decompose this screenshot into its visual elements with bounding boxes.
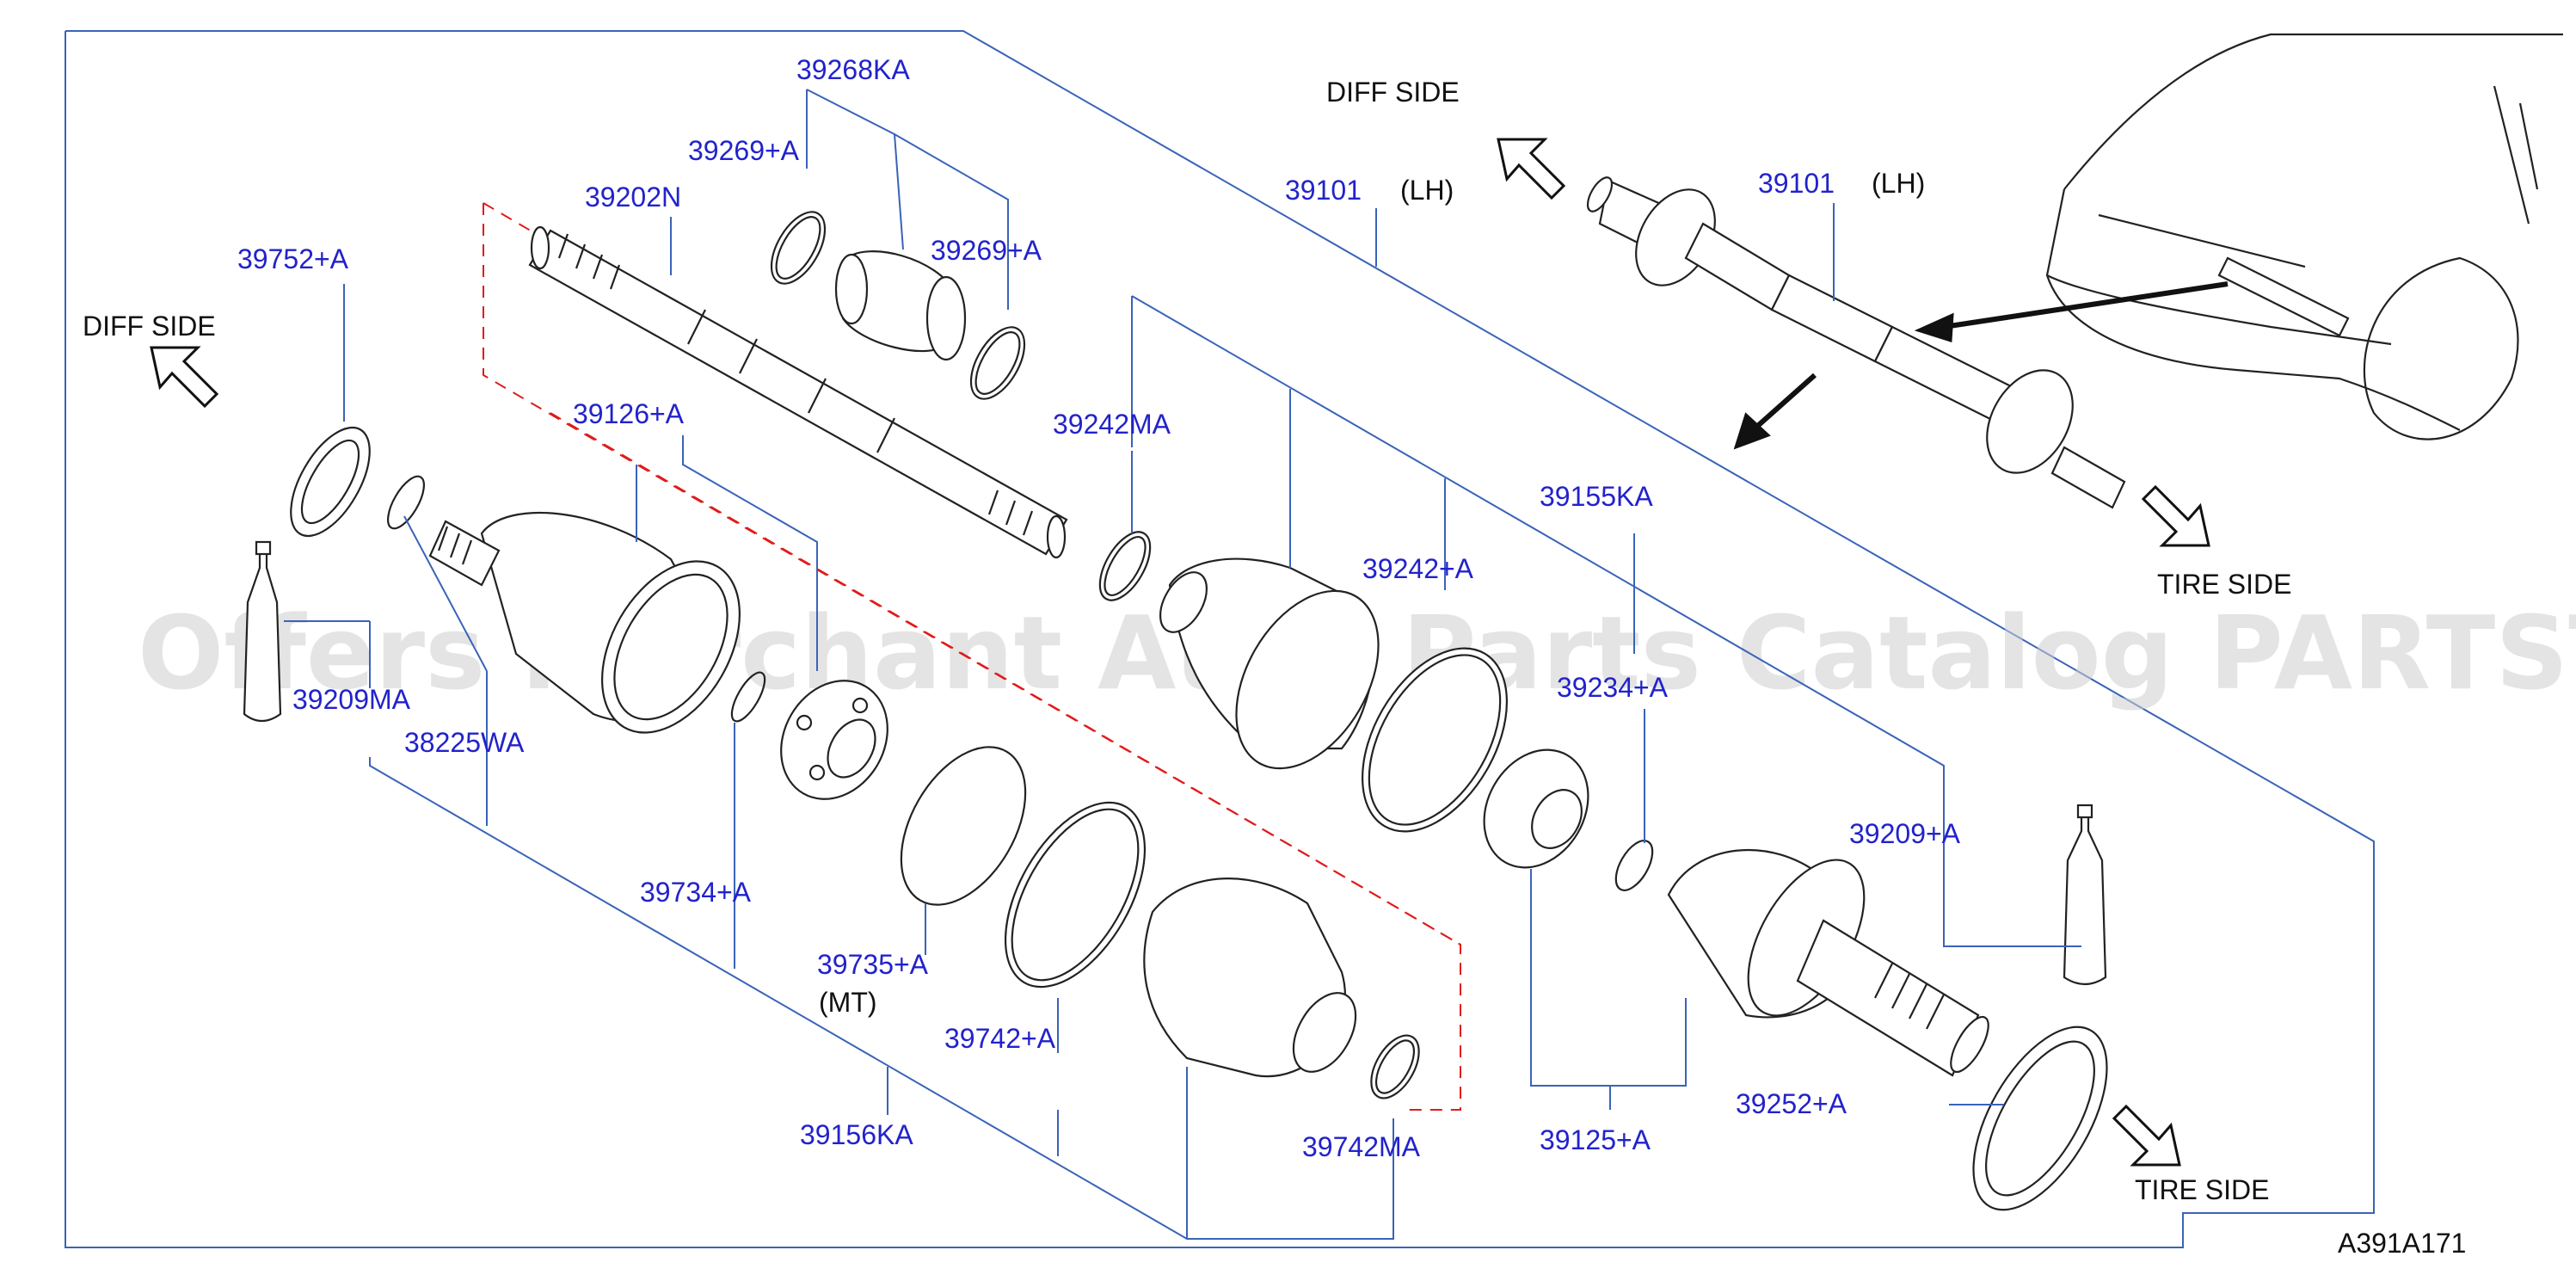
- seal-39752a: [290, 426, 371, 538]
- label-39125a: 39125+A: [1540, 1124, 1651, 1155]
- label-39101-inset: 39101: [1758, 168, 1835, 199]
- label-39242ma: 39242MA: [1053, 409, 1171, 440]
- label-39752a: 39752+A: [237, 243, 349, 274]
- boot-39155ka: [1159, 557, 1380, 770]
- label-39202n: 39202N: [585, 182, 681, 212]
- snap-ring-39735a: [900, 746, 1027, 906]
- snap-ring-small: [387, 475, 425, 530]
- label-39735a: 39735+A: [817, 949, 929, 980]
- outer-joint: [1667, 848, 1989, 1077]
- label-39126a: 39126+A: [573, 398, 685, 429]
- snap-ring-39734a: [730, 671, 766, 723]
- arrow-pointer-axle: [1943, 281, 2229, 329]
- joint-housing-38225wa: [428, 511, 741, 734]
- clamp-39269a-upper: [770, 211, 827, 285]
- seal-39252a: [1972, 1025, 2108, 1211]
- arrow-pointer-down: [1751, 373, 1817, 433]
- label-diff-side-left: DIFF SIDE: [83, 311, 216, 342]
- label-39209a: 39209+A: [1849, 818, 1961, 849]
- leader-lines: [284, 89, 2081, 1240]
- label-39209ma: 39209MA: [292, 684, 411, 715]
- boot-39268ka: [834, 250, 967, 361]
- clamp-39742ma: [1370, 1034, 1420, 1099]
- shaft-39202n: [528, 225, 1068, 559]
- label-39155ka: 39155KA: [1540, 481, 1653, 512]
- label-39234a: 39234+A: [1557, 672, 1669, 703]
- label-39268ka: 39268KA: [796, 54, 910, 85]
- vehicle-inset: [2045, 33, 2563, 440]
- band-39242a: [1362, 647, 1508, 833]
- diff-side-arrow-left: [150, 346, 219, 409]
- label-39101-main-lh: (LH): [1400, 175, 1454, 206]
- label-tire-side-bottom: TIRE SIDE: [2135, 1174, 2269, 1205]
- diff-side-arrow-inset: [1497, 138, 1566, 200]
- boot-39156ka: [1143, 878, 1357, 1078]
- tire-side-arrow-bottom: [2112, 1104, 2181, 1167]
- snap-ring-39234a: [1614, 840, 1654, 891]
- band-39742a: [1004, 801, 1147, 988]
- diagram-frame: [65, 30, 2375, 1248]
- clamp-39242ma: [1098, 531, 1152, 601]
- label-39252a: 39252+A: [1736, 1088, 1847, 1119]
- diagram-code: A391A171: [2338, 1228, 2466, 1259]
- label-tire-side-inset: TIRE SIDE: [2157, 569, 2291, 600]
- label-39269a-upper: 39269+A: [688, 135, 800, 166]
- tire-side-arrow-inset: [2141, 484, 2210, 547]
- assembly-dashed-box: [483, 203, 1461, 1111]
- label-39735a-mt: (MT): [819, 987, 877, 1018]
- clamp-39269a-lower: [969, 326, 1026, 400]
- grease-bottle-left: [243, 540, 282, 723]
- label-39242a: 39242+A: [1362, 553, 1474, 584]
- label-39101-main: 39101: [1285, 175, 1362, 206]
- label-39269a-lower: 39269+A: [931, 235, 1042, 266]
- grease-bottle-right: [2063, 804, 2107, 986]
- label-39742ma: 39742MA: [1302, 1131, 1421, 1162]
- inner-race-39126a: [780, 680, 888, 800]
- label-39156ka: 39156KA: [800, 1119, 913, 1150]
- inset-axle: [1586, 176, 2126, 509]
- label-diff-side-inset: DIFF SIDE: [1326, 77, 1460, 108]
- label-39734a: 39734+A: [640, 877, 752, 908]
- inner-race-39125a: [1483, 748, 1589, 869]
- label-39742a: 39742+A: [944, 1023, 1056, 1054]
- label-38225wa: 38225WA: [404, 727, 525, 758]
- label-39101-inset-lh: (LH): [1872, 168, 1925, 199]
